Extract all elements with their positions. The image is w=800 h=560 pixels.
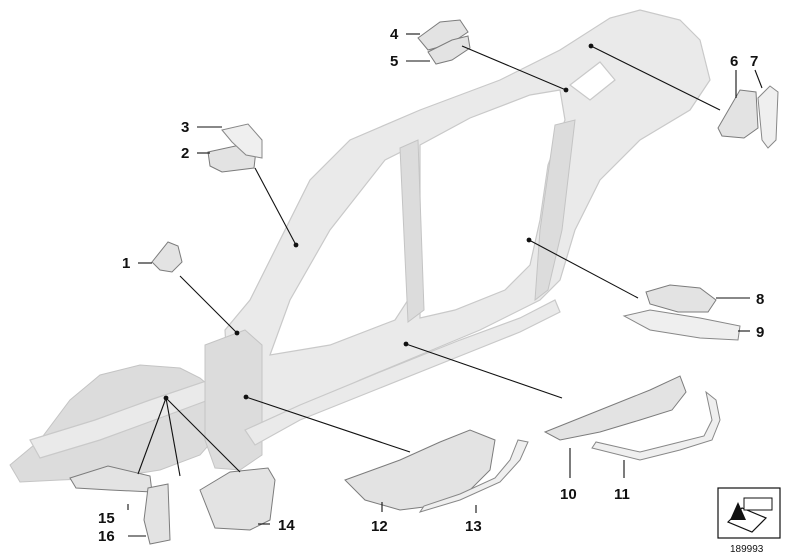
quarter-window xyxy=(569,61,616,101)
callout-10: 10 xyxy=(560,486,577,503)
callout-8: 8 xyxy=(756,291,764,308)
c-pillar xyxy=(534,119,576,302)
callout-11: 11 xyxy=(614,486,630,503)
callout-labels: 1 2 3 4 5 6 7 8 9 10 11 12 13 14 15 16 xyxy=(98,26,764,545)
callout-4: 4 xyxy=(390,26,399,43)
part-11-bracket[interactable] xyxy=(591,390,721,461)
part-13-rail[interactable] xyxy=(418,439,529,513)
part-4-bracket[interactable] xyxy=(417,19,469,51)
part-5-bracket[interactable] xyxy=(427,35,471,65)
callout-3: 3 xyxy=(181,119,189,136)
callout-7: 7 xyxy=(750,53,758,70)
rear-door-opening xyxy=(419,89,566,319)
side-sill xyxy=(244,299,561,446)
part-14-insert[interactable] xyxy=(199,467,276,531)
document-number: 189993 xyxy=(730,544,764,555)
part-7-strip[interactable] xyxy=(757,85,779,149)
callout-13: 13 xyxy=(465,518,482,535)
callout-6: 6 xyxy=(730,53,738,70)
b-pillar xyxy=(399,139,425,323)
part-16-insert[interactable] xyxy=(143,483,171,545)
body-side-frame xyxy=(9,9,711,483)
callout-14: 14 xyxy=(278,517,295,534)
callout-15: 15 xyxy=(98,510,115,527)
part-12-floor-panel[interactable] xyxy=(344,429,496,511)
callout-12: 12 xyxy=(371,518,388,535)
callout-1: 1 xyxy=(122,255,130,272)
document-badge: 189993 xyxy=(717,487,781,555)
part-3-plate[interactable] xyxy=(221,123,263,159)
part-6-reinforcement[interactable] xyxy=(717,89,759,139)
callout-2: 2 xyxy=(181,145,189,162)
part-8-cover[interactable] xyxy=(645,284,717,313)
part-9-cover[interactable] xyxy=(622,309,741,341)
arrow-sheet-icon xyxy=(726,497,773,533)
leader-lines xyxy=(127,33,763,537)
part-10-panel[interactable] xyxy=(543,375,687,441)
part-1-bracket[interactable] xyxy=(151,241,183,273)
callout-9: 9 xyxy=(756,324,764,341)
callout-5: 5 xyxy=(390,53,398,70)
callout-16: 16 xyxy=(98,528,115,545)
